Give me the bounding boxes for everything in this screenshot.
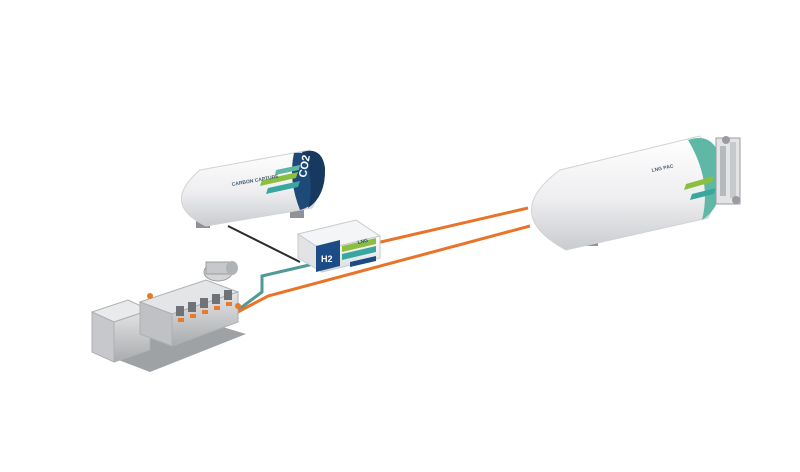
co2-pipe bbox=[227, 225, 301, 263]
h2-module: H2 LNG bbox=[296, 219, 382, 273]
lng-tank-stripe bbox=[684, 176, 714, 190]
h2-module-symbol: H2 bbox=[321, 254, 333, 264]
lng-tank-label: LNG PAC bbox=[651, 163, 674, 174]
lng-tank-body bbox=[531, 135, 717, 251]
pipes bbox=[213, 206, 531, 326]
turbocharger bbox=[203, 261, 238, 282]
co2-tank-leg bbox=[290, 208, 304, 218]
lng-tank-stripe bbox=[690, 188, 716, 200]
h2-module-stripe bbox=[350, 256, 376, 267]
lng-pipe-upper bbox=[371, 206, 529, 246]
h2-module-label: LNG bbox=[357, 238, 369, 246]
engine-cylinders bbox=[176, 290, 232, 322]
engine-genset bbox=[90, 261, 246, 372]
co2-tank-stripe bbox=[275, 165, 300, 175]
co2-tank-stripe bbox=[266, 181, 300, 194]
h2-module-panel bbox=[316, 240, 340, 272]
engine-fitting bbox=[147, 293, 153, 299]
co2-tank-band-label: CO2 bbox=[297, 154, 313, 178]
co2-tank-dome bbox=[302, 150, 326, 208]
engine-fitting bbox=[235, 303, 241, 309]
co2-tank-stripe bbox=[260, 172, 298, 186]
lng-pac-tank: LNG PAC bbox=[531, 135, 741, 251]
carbon-capture-tank: CARBON CAPTURE CO2 bbox=[181, 149, 326, 228]
h2-module-stripe bbox=[342, 238, 376, 252]
lng-cold-box bbox=[715, 136, 741, 205]
h2-module-stripe bbox=[342, 246, 376, 260]
